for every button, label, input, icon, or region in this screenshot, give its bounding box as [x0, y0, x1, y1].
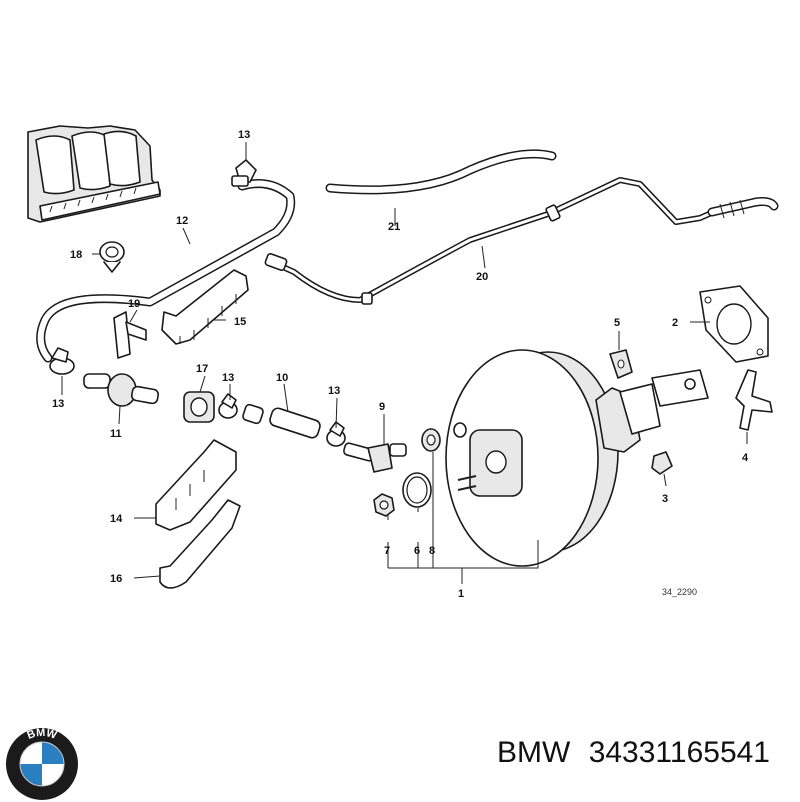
vacuum-hose-12 [36, 179, 296, 363]
part-number: 34331165541 [588, 736, 770, 769]
callout-20: 20 [476, 271, 488, 283]
callout-18: 18 [70, 249, 82, 261]
brand-name: BMW [497, 736, 571, 769]
callout-12: 12 [176, 215, 188, 227]
bracket-15 [161, 269, 249, 345]
seal-ring-6 [402, 472, 432, 508]
brake-booster-1 [445, 349, 709, 567]
callout-9: 9 [379, 401, 385, 413]
vacuum-hose-21 [325, 149, 557, 195]
grommet-17 [183, 391, 215, 423]
callout-14: 14 [110, 513, 123, 525]
logo-quadrant-blue-b [20, 764, 42, 786]
bracket-16 [159, 499, 241, 589]
gasket-2 [699, 285, 769, 363]
callout-6: 6 [414, 545, 420, 557]
callout-3: 3 [662, 493, 668, 505]
callout-16: 16 [110, 573, 122, 585]
leader-lines [61, 142, 748, 584]
callout-8: 8 [429, 545, 435, 557]
hose-clamp-13-lower [49, 347, 75, 375]
callout-17: 17 [196, 363, 208, 375]
product-title: BMW 34331165541 [497, 736, 770, 770]
callout-11: 11 [110, 428, 122, 440]
callout-13-right: 13 [328, 385, 340, 397]
nut-7 [373, 493, 395, 517]
callout-labels: 1 2 3 4 5 6 7 8 9 10 11 12 13 13 13 13 1… [52, 129, 749, 600]
callout-15: 15 [234, 316, 246, 328]
logo-quadrant-blue-a [42, 742, 64, 764]
hose-clamp-13-middle [218, 393, 238, 419]
callout-13-left: 13 [52, 398, 64, 410]
check-valve-11 [83, 373, 160, 407]
bmw-logo: BMW [6, 727, 78, 800]
bracket-14 [155, 439, 237, 531]
diagram-reference-code: 34_2290 [662, 587, 697, 597]
callout-19: 19 [128, 298, 140, 310]
callout-21: 21 [388, 221, 400, 233]
callout-13-middle: 13 [222, 372, 234, 384]
fork-link-4 [735, 369, 773, 431]
callout-1: 1 [458, 588, 464, 600]
intake-manifold [27, 125, 161, 223]
clip-5 [609, 349, 633, 379]
callout-7: 7 [384, 545, 390, 557]
callout-10: 10 [276, 372, 288, 384]
hose-clamp-13-top [231, 159, 257, 187]
logo-lettering: BMW [26, 727, 59, 742]
callout-13-top: 13 [238, 129, 250, 141]
vacuum-pipe-20 [264, 177, 779, 305]
hose-clamp-13-right [326, 421, 346, 447]
callout-4: 4 [742, 452, 749, 464]
bracket-19 [113, 311, 147, 359]
grommet-8 [421, 428, 441, 452]
bushing-3 [651, 451, 673, 475]
hose-clamp-18 [99, 241, 125, 273]
callout-5: 5 [614, 317, 620, 329]
elbow-connector-9 [343, 442, 407, 473]
hose-10 [242, 403, 321, 439]
callout-2: 2 [672, 317, 678, 329]
